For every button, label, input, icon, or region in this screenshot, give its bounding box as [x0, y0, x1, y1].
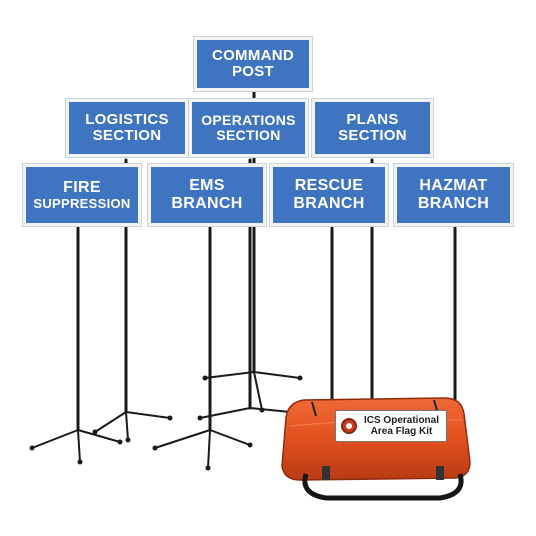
sign-plans-section: PLANS SECTION: [312, 99, 433, 157]
sign-text-line-1: PLANS: [346, 110, 399, 128]
sign-text-line-1: OPERATIONS: [201, 111, 296, 128]
sign-text-line-1: HAZMAT: [419, 177, 488, 195]
bag-label-line-1: ICS Operational: [363, 415, 439, 426]
bag-label-line-2: Area Flag Kit: [370, 426, 433, 437]
sign-text-line-2: SECTION: [92, 127, 162, 144]
sign-hazmat-branch: HAZMAT BRANCH: [394, 164, 513, 226]
sign-text-line-2: BRANCH: [417, 195, 490, 212]
sign-text-line-2: BRANCH: [293, 195, 365, 212]
sign-text-line-1: FIRE: [63, 179, 101, 197]
sign-rescue-branch: RESCUE BRANCH: [270, 164, 388, 226]
sign-text-line-1: COMMAND: [211, 46, 295, 64]
kit-logo-icon: [341, 418, 357, 434]
sign-text-line-2: SECTION: [338, 127, 407, 144]
sign-text-line-1: LOGISTICS: [85, 110, 169, 128]
sign-text-line-2: BRANCH: [171, 195, 243, 212]
sign-fire-suppression: FIRE SUPPRESSION: [23, 164, 141, 226]
sign-text-line-2: SECTION: [216, 127, 281, 143]
sign-command-post: COMMAND POST: [194, 37, 312, 91]
sign-text-line-2: POST: [231, 63, 275, 80]
sign-logistics-section: LOGISTICS SECTION: [66, 99, 188, 157]
sign-operations-section: OPERATIONS SECTION: [189, 99, 308, 157]
sign-text-line-2: SUPPRESSION: [33, 195, 131, 211]
bag-label: ICS Operational Area Flag Kit: [335, 410, 447, 442]
sign-ems-branch: EMS BRANCH: [148, 164, 266, 226]
sign-text-line-1: EMS: [189, 177, 225, 195]
sign-text-line-1: RESCUE: [294, 177, 364, 195]
